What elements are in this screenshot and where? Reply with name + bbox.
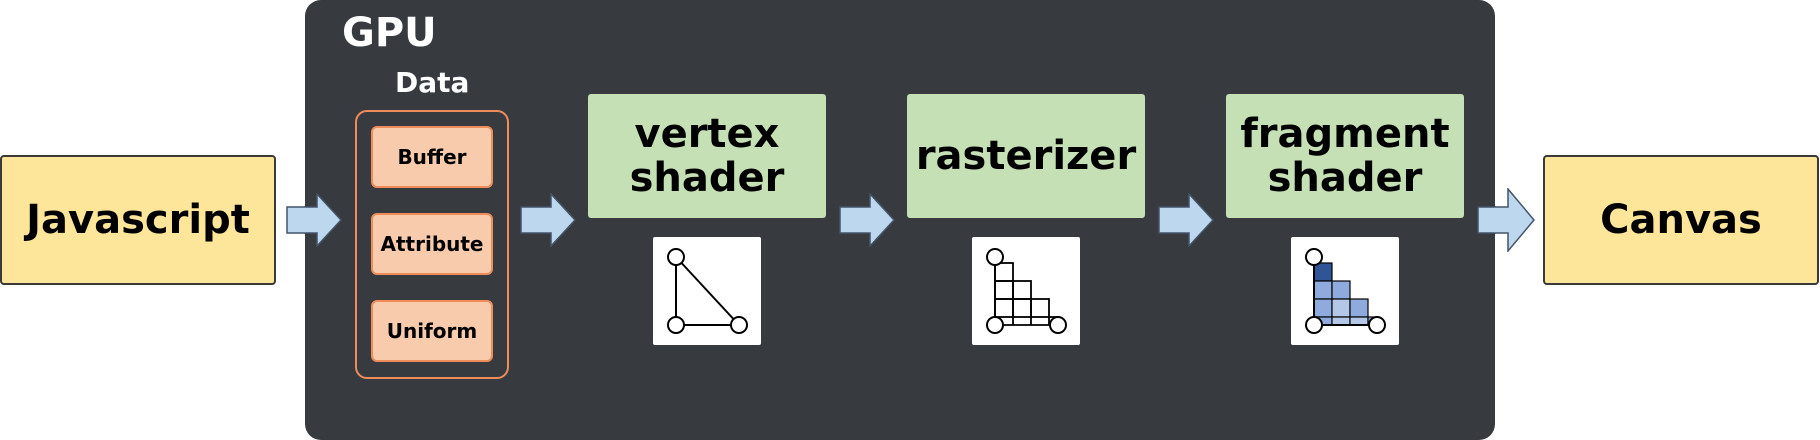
triangle-vertices-icon [653, 237, 761, 345]
canvas-label: Canvas [1600, 197, 1762, 243]
stage-rasterizer: rasterizer [907, 94, 1145, 218]
javascript-box: Javascript [0, 155, 276, 285]
data-item-label: Uniform [386, 319, 478, 343]
data-group [355, 110, 509, 379]
arrow-right-icon [520, 193, 576, 247]
data-item-uniform: Uniform [371, 300, 493, 362]
arrow-right-icon [1158, 193, 1214, 247]
shaded-fragments-icon [1291, 237, 1399, 345]
data-item-label: Attribute [380, 232, 484, 256]
stage-label: fragment shader [1240, 111, 1450, 201]
stage-label: vertex shader [629, 111, 785, 201]
arrow-right-icon [286, 193, 342, 247]
arrow-right-icon [1477, 188, 1535, 252]
arrow-right-icon [839, 193, 895, 247]
javascript-label: Javascript [26, 197, 250, 243]
data-title: Data [395, 66, 470, 99]
rasterized-grid-icon [972, 237, 1080, 345]
gpu-title: GPU [342, 10, 437, 56]
stage-label: rasterizer [915, 133, 1137, 179]
data-item-label: Buffer [397, 145, 467, 169]
data-item-attribute: Attribute [371, 213, 493, 275]
stage-vertex-shader: vertex shader [588, 94, 826, 218]
canvas-box: Canvas [1543, 155, 1819, 285]
stage-fragment-shader: fragment shader [1226, 94, 1464, 218]
gpu-panel [305, 0, 1495, 440]
data-item-buffer: Buffer [371, 126, 493, 188]
